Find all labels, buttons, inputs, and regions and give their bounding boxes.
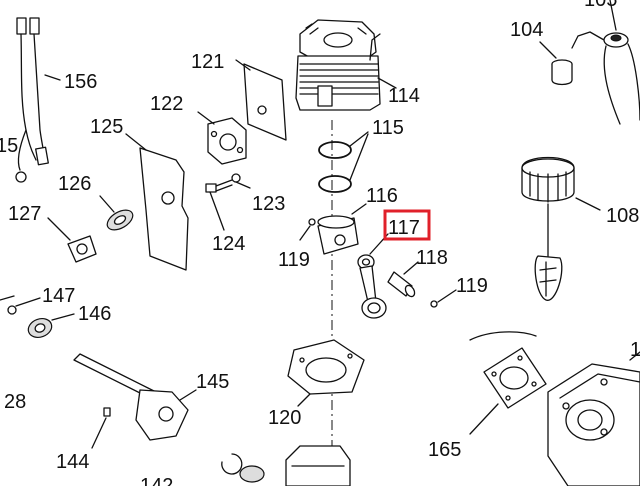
callout-123: 123 <box>252 193 285 215</box>
wire-harness-156 <box>15 17 61 183</box>
callout-120: 120 <box>268 407 301 429</box>
grommet-104 <box>539 41 573 86</box>
piston-rings-115 <box>318 131 369 193</box>
crankshaft-145 <box>73 353 197 441</box>
callout-144: 144 <box>56 451 89 473</box>
callout-156: 156 <box>64 71 97 93</box>
callout-116: 116 <box>366 185 398 207</box>
callout-115: 115 <box>372 117 404 139</box>
callout-124: 124 <box>212 233 245 255</box>
fuel-cap-108 <box>521 156 601 301</box>
callout-1: 1 <box>630 339 640 361</box>
callout-119-left: 119 <box>278 249 310 271</box>
callout-119-right: 119 <box>456 275 488 297</box>
callout-122: 122 <box>150 93 183 115</box>
bearing-146 <box>27 313 75 339</box>
callout-121: 121 <box>191 51 224 73</box>
circlip-119-left <box>299 218 316 241</box>
callout-147: 147 <box>42 285 75 307</box>
seal-147 <box>0 295 41 315</box>
bolt-124 <box>205 173 251 231</box>
connecting-rod-117 <box>357 233 389 319</box>
clip-142 <box>221 453 265 483</box>
callout-125: 125 <box>90 116 123 138</box>
callout-108: 108 <box>606 205 639 227</box>
callout-15: 15 <box>0 135 18 157</box>
wrist-pin-118 <box>387 261 419 298</box>
callout-127: 127 <box>8 203 41 225</box>
crankcase-edge <box>285 445 351 486</box>
callout-142: 142 <box>140 475 173 486</box>
plate-127 <box>47 217 97 263</box>
valve-105 <box>571 0 640 125</box>
base-gasket-120 <box>287 339 365 407</box>
key-144 <box>91 407 111 449</box>
gasket-121 <box>235 59 287 141</box>
callout-105: 105 <box>584 0 617 11</box>
piston-116 <box>317 203 367 255</box>
callout-165: 165 <box>428 439 461 461</box>
housing-1 <box>547 351 640 486</box>
bearing-126 <box>99 195 134 231</box>
callout-145: 145 <box>196 371 229 393</box>
circlip-119-right <box>430 289 457 308</box>
cylinder-114 <box>295 19 397 111</box>
callout-117-highlight-box <box>383 209 431 241</box>
shroud-125 <box>125 133 189 271</box>
callout-126: 126 <box>58 173 91 195</box>
callout-104: 104 <box>510 19 543 41</box>
callout-28: 28 <box>4 391 26 413</box>
callout-118: 118 <box>416 247 448 269</box>
callout-146: 146 <box>78 303 111 325</box>
callout-114: 114 <box>388 85 420 107</box>
gasket-165 <box>469 331 547 435</box>
callout-117: 117 <box>388 217 420 239</box>
insulator-122 <box>197 111 247 165</box>
